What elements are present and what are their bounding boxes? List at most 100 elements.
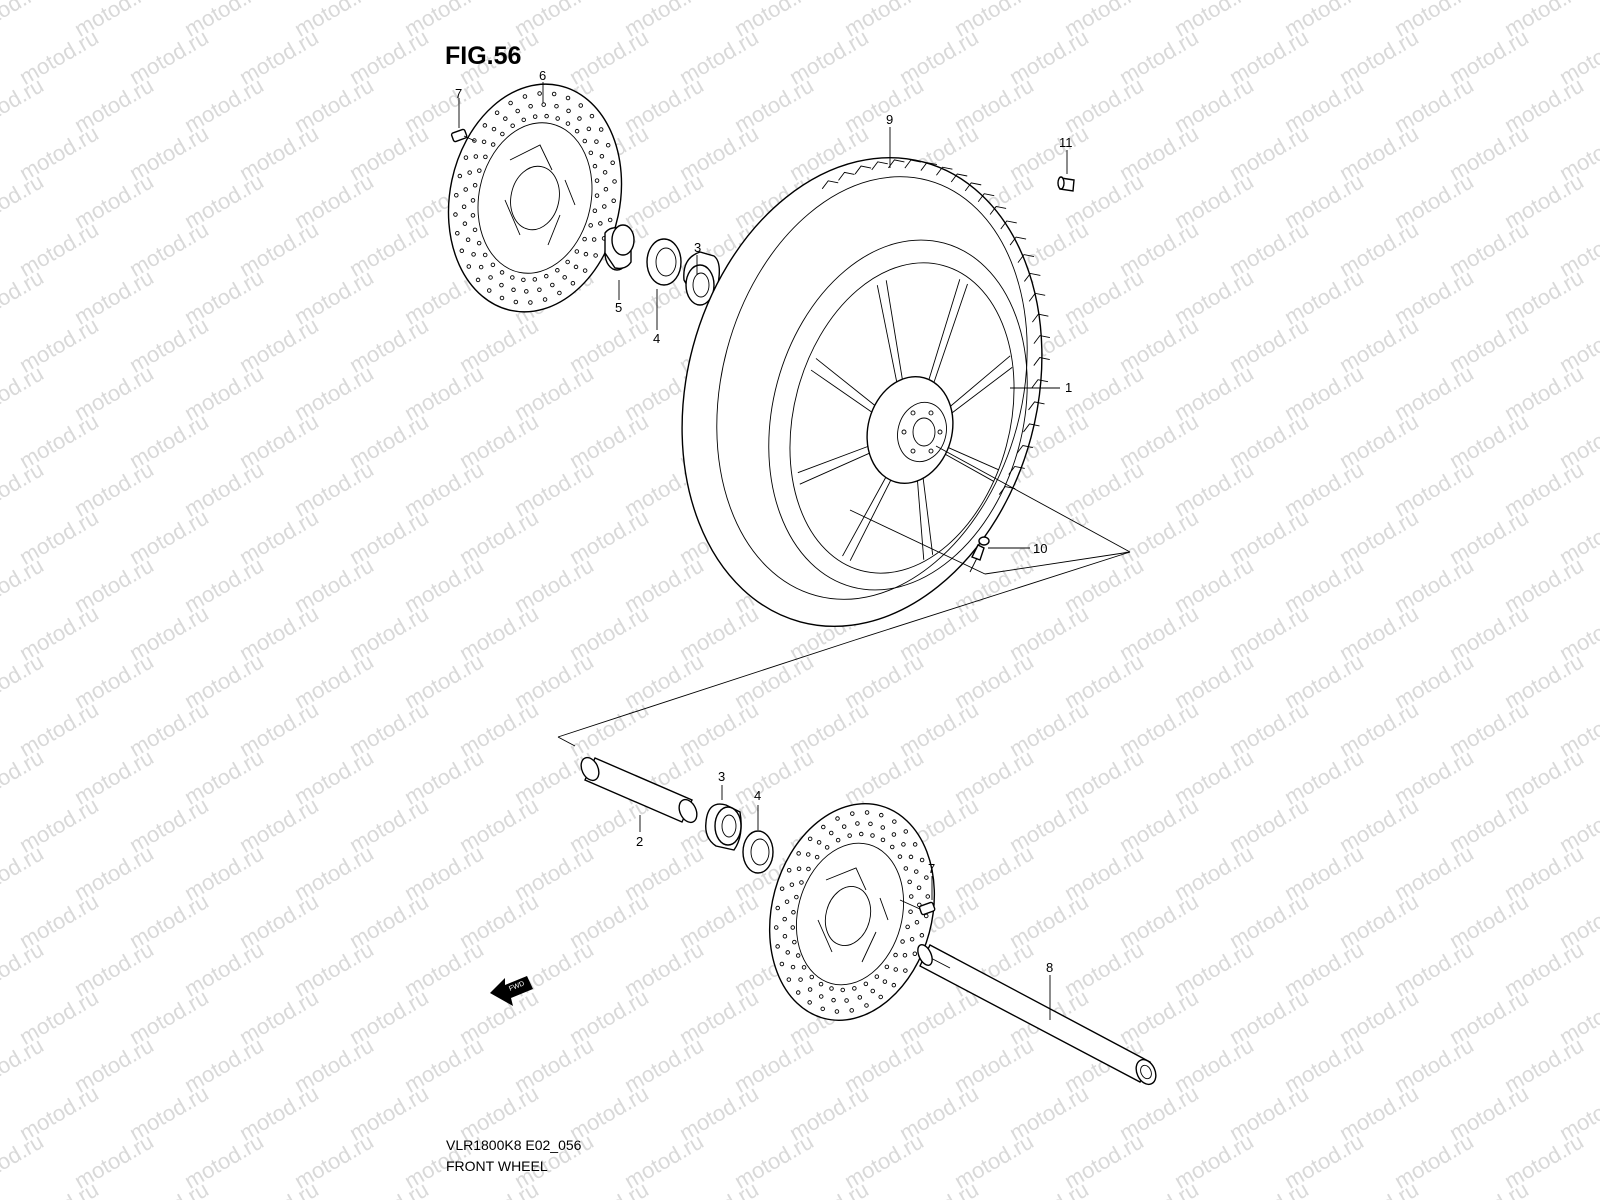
disc-hole xyxy=(593,253,598,258)
oil-seal-lower xyxy=(742,830,774,874)
disc-hole xyxy=(829,986,834,991)
disc-hole xyxy=(482,123,488,128)
disc-hole xyxy=(796,866,802,872)
disc-hole xyxy=(555,116,560,121)
disc-hole xyxy=(578,103,584,108)
axle xyxy=(917,944,1157,1086)
disc-hole xyxy=(522,94,528,99)
disc-hole xyxy=(908,909,913,914)
disc-hole xyxy=(483,154,488,160)
hub-bolt-hole xyxy=(910,410,916,416)
disc-hole xyxy=(782,916,787,922)
disc-hole xyxy=(499,282,504,288)
tire-tread-mark xyxy=(1008,465,1025,475)
disc-hole xyxy=(791,910,796,915)
disc-hole xyxy=(807,987,813,992)
disc-hole xyxy=(605,142,611,148)
bearing-lower xyxy=(705,803,742,851)
wheel-spoke xyxy=(949,366,1013,415)
disc-hole xyxy=(583,251,589,257)
disc-hole xyxy=(607,217,613,223)
disc-hole xyxy=(847,833,852,838)
disc-hole xyxy=(818,981,824,987)
disc-hole xyxy=(908,854,914,860)
disc-hole xyxy=(914,920,920,925)
disc-hole xyxy=(916,885,922,891)
disc-hole xyxy=(598,221,603,226)
disc-hole xyxy=(880,837,886,843)
disc-hole xyxy=(801,965,807,970)
disc-hole xyxy=(592,208,598,213)
disc-hole xyxy=(550,282,555,288)
collar xyxy=(604,224,635,271)
disc-bolt-upper xyxy=(450,128,476,143)
disc-hole xyxy=(897,854,903,859)
figure-title: FIG.56 xyxy=(445,42,522,70)
tire-tread-mark xyxy=(936,166,953,176)
disc-hole xyxy=(555,268,560,273)
tire-tread-mark xyxy=(854,165,872,175)
disc-hole xyxy=(775,944,780,949)
disc-hole xyxy=(901,842,906,847)
disc-hole xyxy=(831,997,836,1003)
hub-bolt-hole xyxy=(928,410,934,416)
hub-bolt-hole xyxy=(937,429,943,435)
disc-hole xyxy=(864,810,870,815)
disc-hole xyxy=(806,866,811,872)
disc-hole xyxy=(462,221,468,226)
disc-hole xyxy=(457,173,463,179)
disc-hole xyxy=(903,829,909,834)
disc-hole xyxy=(849,1008,854,1013)
wheel-spoke xyxy=(797,445,870,474)
disc-hole xyxy=(537,287,542,293)
model-code: VLR1800K8 E02_056 xyxy=(446,1137,582,1153)
brake-disc-lower xyxy=(768,803,936,1021)
disc-hole xyxy=(610,160,615,165)
disc-hole xyxy=(472,183,478,188)
disc-hole xyxy=(821,824,826,830)
disc-hole xyxy=(453,212,458,217)
wheel-spoke xyxy=(842,475,888,557)
disc-hole xyxy=(786,977,792,982)
callout-disc-bolt-upper: 7 xyxy=(455,86,462,101)
disc-hole xyxy=(816,840,822,845)
disc-hole xyxy=(574,128,580,134)
disc-hole xyxy=(807,836,813,842)
callout-collar: 5 xyxy=(615,300,622,315)
disc-hole xyxy=(481,139,487,145)
forward-direction-arrow: FWD xyxy=(490,976,533,1006)
wheel-spoke xyxy=(927,279,961,382)
hub-bolt-hole xyxy=(901,429,907,435)
disc-hole xyxy=(602,204,607,209)
disc-hole xyxy=(602,170,608,175)
disc-hole xyxy=(562,275,567,280)
disc-hole xyxy=(466,264,472,269)
disc-hole xyxy=(455,231,460,236)
disc-hole xyxy=(589,113,595,119)
disc-hole xyxy=(554,103,559,109)
disc-hole xyxy=(475,277,481,283)
disc-hole xyxy=(574,249,580,254)
wheel-spoke xyxy=(948,355,1011,408)
disc-hole xyxy=(790,964,796,970)
disc-hole xyxy=(588,150,594,156)
disc-hole xyxy=(799,880,804,885)
tire-tread-mark xyxy=(871,161,888,171)
disc-hole xyxy=(473,154,479,159)
disc-hole xyxy=(891,982,897,988)
callout-oil-seal-upper: 4 xyxy=(653,331,660,346)
disc-hole xyxy=(582,138,588,144)
disc-hole xyxy=(820,1006,825,1012)
tire-tread-mark xyxy=(1016,445,1033,454)
disc-hole xyxy=(488,275,493,280)
disc-hole xyxy=(532,114,538,119)
disc-hole xyxy=(511,287,516,293)
disc-hole xyxy=(508,100,513,106)
disc-hole xyxy=(472,227,478,233)
disc-hole xyxy=(792,939,797,945)
disc-hole xyxy=(573,264,579,270)
tire-tread-mark xyxy=(904,159,921,169)
disc-hole xyxy=(588,223,593,228)
callout-oil-seal-lower: 4 xyxy=(754,788,761,803)
bearing-upper xyxy=(683,251,721,306)
